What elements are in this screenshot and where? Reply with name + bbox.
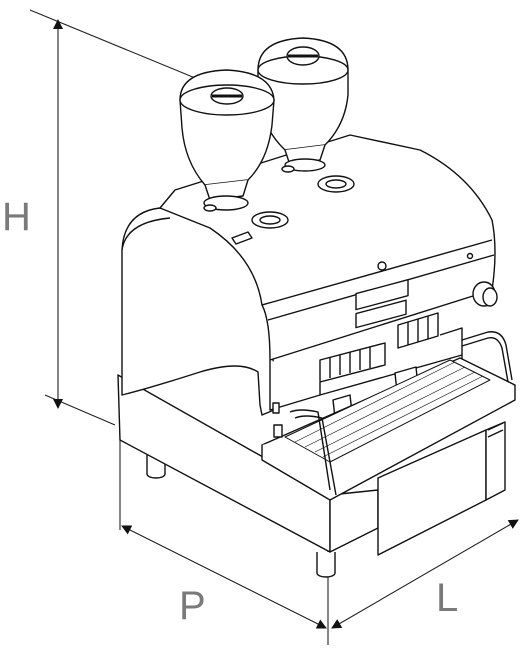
height-label: H bbox=[2, 195, 31, 239]
drip-grate bbox=[284, 359, 491, 463]
depth-label: P bbox=[179, 584, 206, 628]
button-bank-right bbox=[397, 312, 439, 349]
button-bank-left bbox=[319, 342, 386, 383]
top-fittings bbox=[203, 165, 355, 245]
display-panel bbox=[355, 278, 409, 329]
bean-hopper-rear bbox=[257, 37, 349, 172]
knobs bbox=[272, 252, 498, 438]
dimension-lines bbox=[29, 9, 519, 645]
bean-hopper-front bbox=[179, 69, 275, 211]
steam-wands bbox=[289, 331, 513, 496]
length-label: L bbox=[436, 576, 459, 620]
machine bbox=[117, 37, 516, 578]
